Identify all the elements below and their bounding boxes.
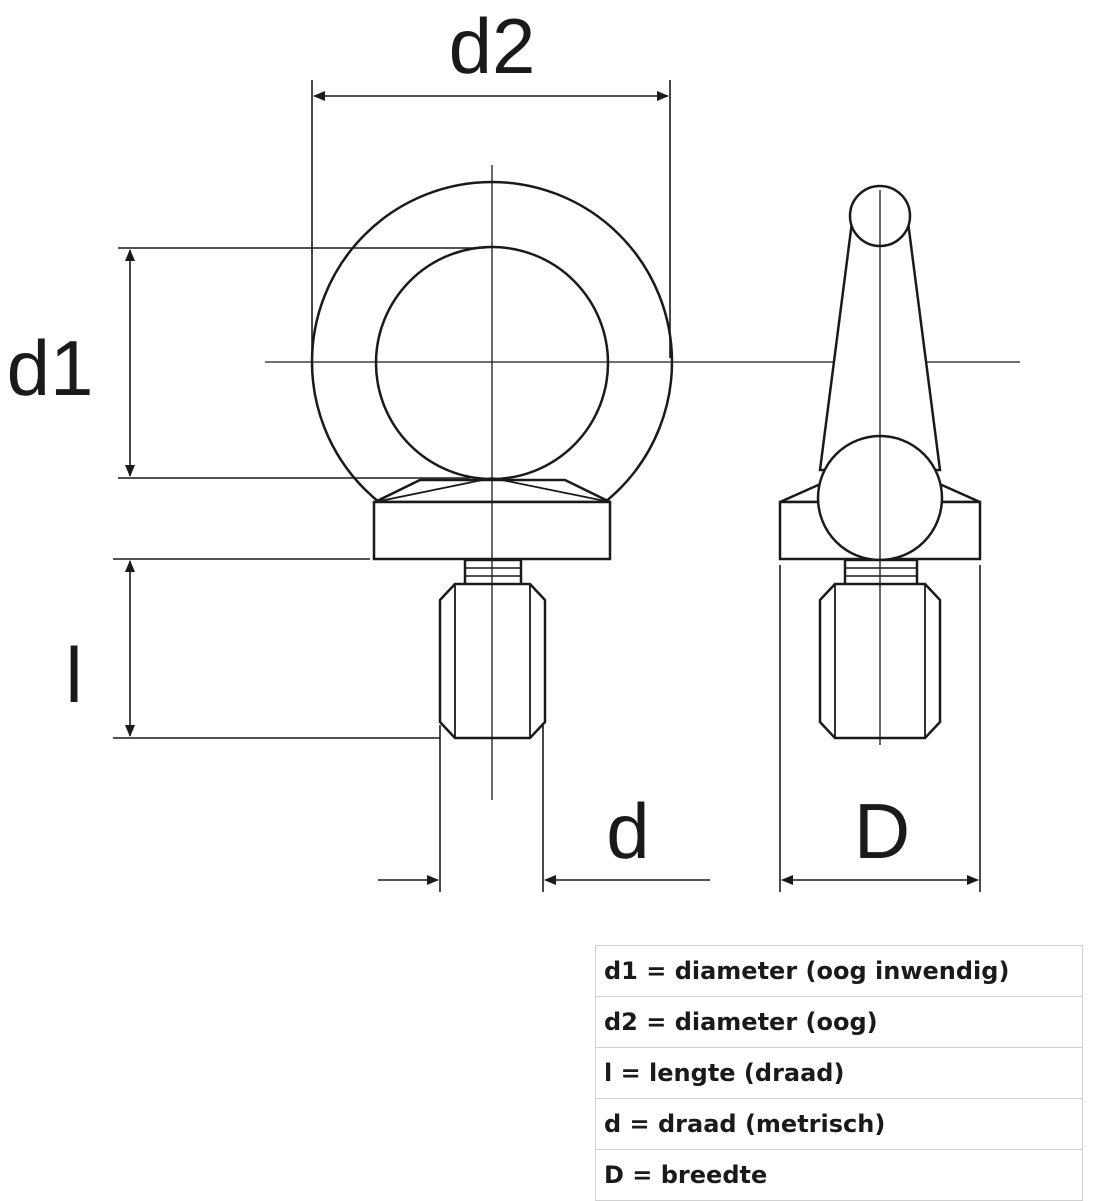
dimension-legend-table: d1 = diameter (oog inwendig) d2 = diamet…: [595, 945, 1083, 1201]
label-l: l: [65, 631, 82, 719]
label-d: d: [606, 787, 649, 875]
eye-bolt-drawing: d2 d1 l d D: [7, 2, 1020, 892]
dimension-lines: [113, 80, 981, 892]
legend-row: D = breedte: [595, 1149, 1083, 1201]
label-d2: d2: [449, 2, 536, 90]
label-d1: d1: [7, 324, 94, 412]
legend-row: d = draad (metrisch): [595, 1098, 1083, 1150]
legend-cell-d: d = draad (metrisch): [595, 1098, 1083, 1150]
legend-cell-l: l = lengte (draad): [595, 1047, 1083, 1099]
thread-neck: [463, 558, 523, 587]
legend-row: l = lengte (draad): [595, 1047, 1083, 1099]
legend-cell-d2: d2 = diameter (oog): [595, 996, 1083, 1048]
side-thread-neck: [843, 558, 919, 587]
legend-row: d2 = diameter (oog): [595, 996, 1083, 1048]
legend-row: d1 = diameter (oog inwendig): [595, 945, 1083, 997]
label-D: D: [854, 787, 910, 875]
legend-cell-d1: d1 = diameter (oog inwendig): [595, 945, 1083, 997]
legend-cell-D: D = breedte: [595, 1149, 1083, 1201]
